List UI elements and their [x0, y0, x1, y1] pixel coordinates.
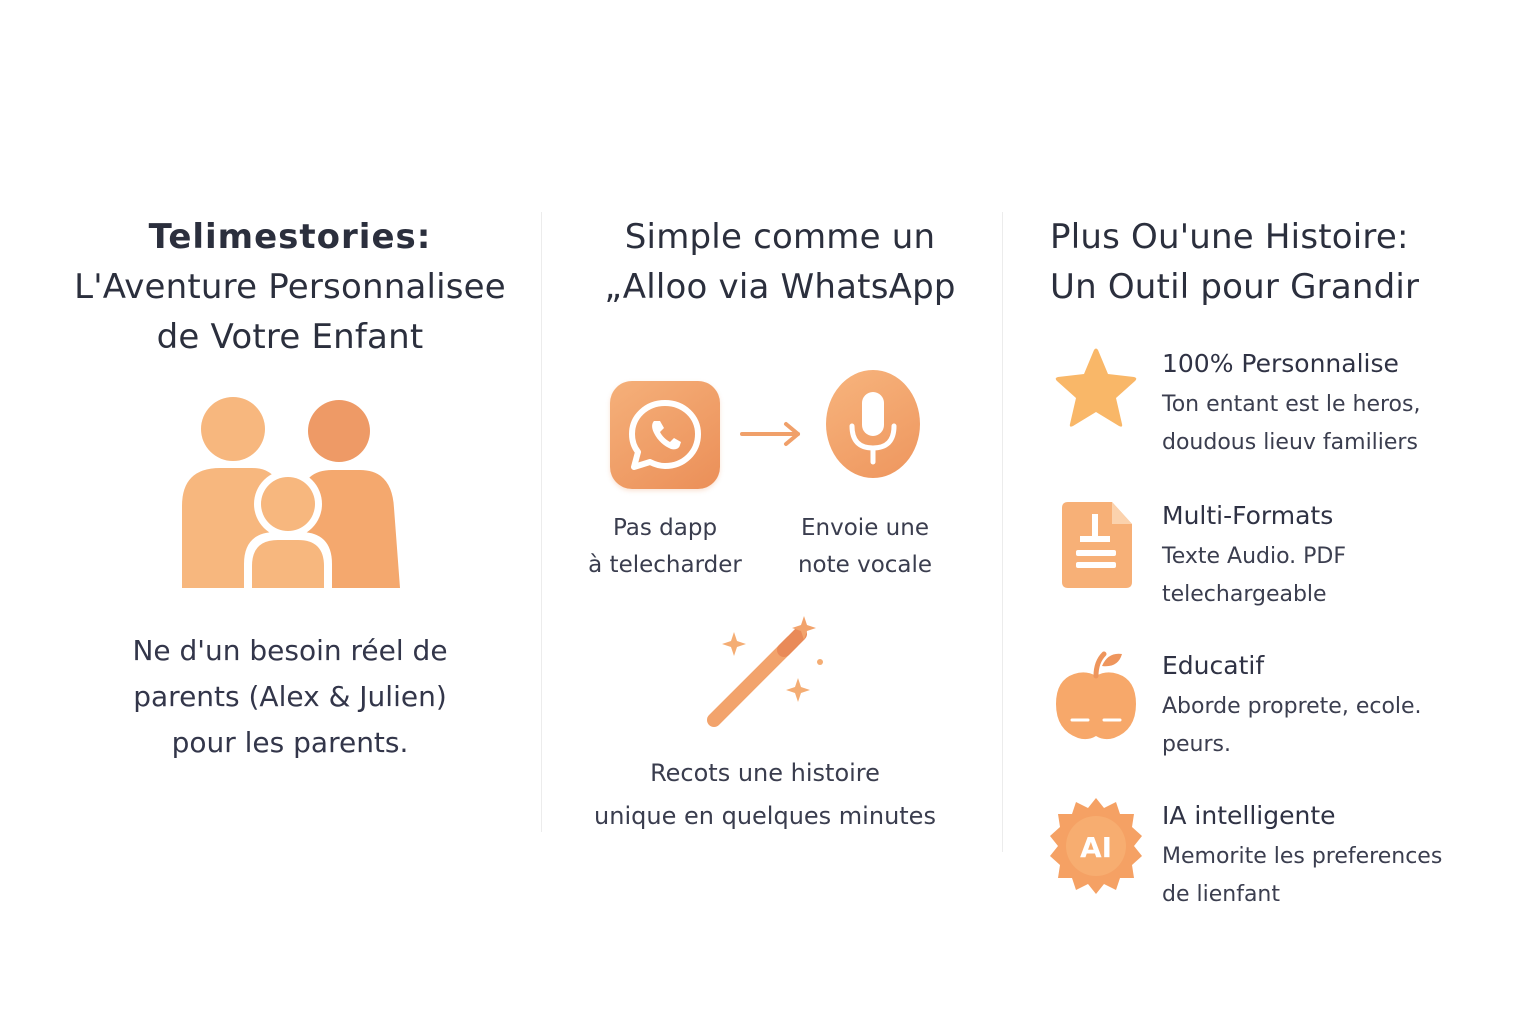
feature-title: Multi-Formats	[1162, 501, 1334, 530]
feature-description: Texte Audio. PDF telechargeable	[1162, 538, 1346, 614]
feature-description-line: Aborde proprete, ecole.	[1162, 694, 1422, 719]
step-label: Pas dapp à telecharder	[570, 510, 760, 584]
ai-badge-text: AI	[1080, 831, 1112, 864]
step-label: Recots une histoire unique en quelques m…	[560, 752, 970, 838]
feature-item: AI IA intelligente Memorite les preferen…	[1050, 796, 1490, 916]
feature-description: Memorite les preferences de lienfant	[1162, 838, 1442, 914]
step-label-line: Pas dapp	[612, 515, 718, 541]
step-label-line: unique en quelques minutes	[594, 802, 936, 830]
benefits-title: Plus Ou'une Histoire: Un Outil pour Gran…	[1050, 212, 1500, 312]
origin-line: parents (Alex & Julien)	[133, 680, 447, 713]
ai-badge-icon: AI	[1050, 798, 1142, 894]
feature-item: Multi-Formats Texte Audio. PDF telecharg…	[1050, 496, 1490, 616]
step-label-line: Envoie une	[801, 515, 929, 541]
feature-description-line: telechargeable	[1162, 582, 1327, 607]
feature-description-line: Texte Audio. PDF	[1162, 544, 1347, 569]
feature-item: 100% Personnalise Ton entant est le hero…	[1050, 344, 1490, 464]
step-label-line: Recots une histoire	[650, 759, 880, 787]
step-label-line: à telecharder	[588, 552, 742, 578]
star-icon	[1055, 348, 1137, 427]
microphone-icon	[826, 370, 920, 478]
document-icon	[1062, 502, 1132, 588]
benefits-title-line: Plus Ou'une Histoire:	[1050, 217, 1409, 257]
feature-description-line: peurs.	[1162, 732, 1231, 757]
origin-line: Ne d'un besoin réel de	[132, 634, 448, 667]
feature-title: Educatif	[1162, 651, 1265, 680]
feature-description-line: de lienfant	[1162, 882, 1280, 907]
feature-item: Educatif Aborde proprete, ecole. peurs.	[1050, 646, 1490, 766]
how-title: Simple comme un „Alloo via WhatsApp	[560, 212, 1000, 312]
feature-description: Aborde proprete, ecole. peurs.	[1162, 688, 1422, 764]
brand-title-line: Telimestories:	[148, 217, 432, 257]
feature-description-line: Ton entant est le heros,	[1162, 392, 1421, 417]
apple-icon	[1056, 651, 1136, 740]
origin-line: pour les parents.	[171, 726, 409, 759]
magic-wand-icon	[707, 616, 823, 727]
step-label-line: note vocale	[797, 552, 933, 578]
brand-title-line: L'Aventure Personnalisee	[74, 267, 506, 307]
feature-title: 100% Personnalise	[1162, 349, 1399, 378]
column-divider	[1002, 212, 1003, 852]
arrow-right-icon	[740, 422, 800, 446]
how-title-line: Simple comme un	[624, 217, 936, 257]
feature-description-line: Memorite les preferences	[1162, 844, 1443, 869]
origin-text: Ne d'un besoin réel de parents (Alex & J…	[60, 628, 520, 766]
family-icon	[182, 397, 400, 588]
column-divider	[541, 212, 542, 832]
feature-description-line: doudous lieuv familiers	[1162, 430, 1418, 455]
feature-description: Ton entant est le heros, doudous lieuv f…	[1162, 386, 1420, 462]
benefits-title-line: Un Outil pour Grandir	[1050, 267, 1420, 307]
brand-title: Telimestories: L'Aventure Personnalisee …	[40, 212, 540, 362]
how-title-line: „Alloo via WhatsApp	[604, 267, 956, 307]
whatsapp-icon	[610, 381, 720, 489]
brand-title-line: de Votre Enfant	[156, 317, 424, 357]
step-label: Envoie une note vocale	[770, 510, 960, 584]
feature-title: IA intelligente	[1162, 801, 1336, 830]
